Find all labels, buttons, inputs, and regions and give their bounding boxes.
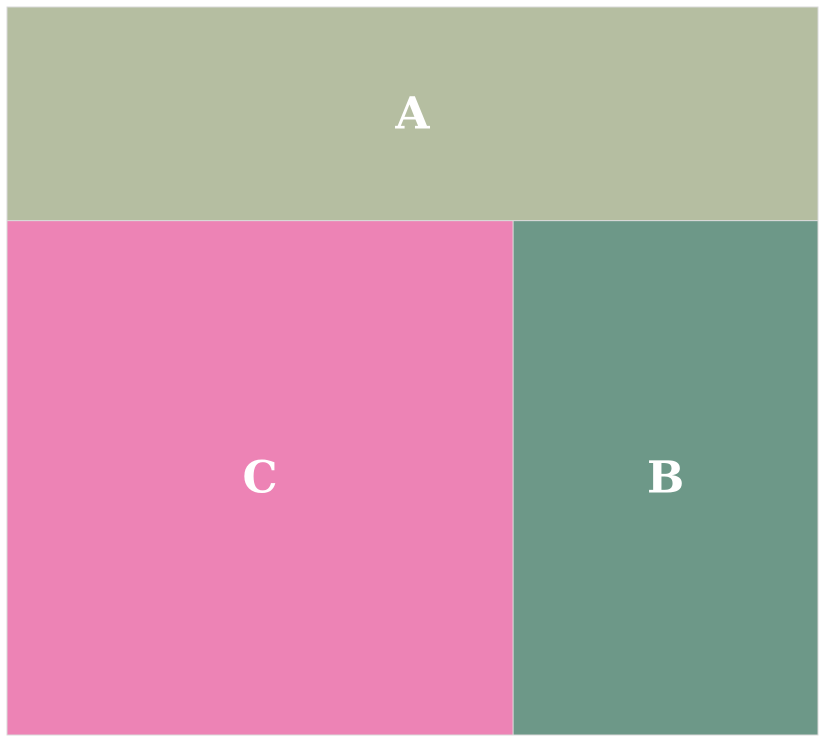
tile-label-a: A: [394, 88, 430, 139]
tile-b: [512, 220, 819, 736]
treemap-tiles: A C B: [6, 6, 819, 736]
tile-a: [6, 6, 819, 222]
tile-label-b: B: [647, 452, 684, 503]
tile-label-c: C: [243, 452, 278, 503]
tile-c: [6, 220, 514, 736]
